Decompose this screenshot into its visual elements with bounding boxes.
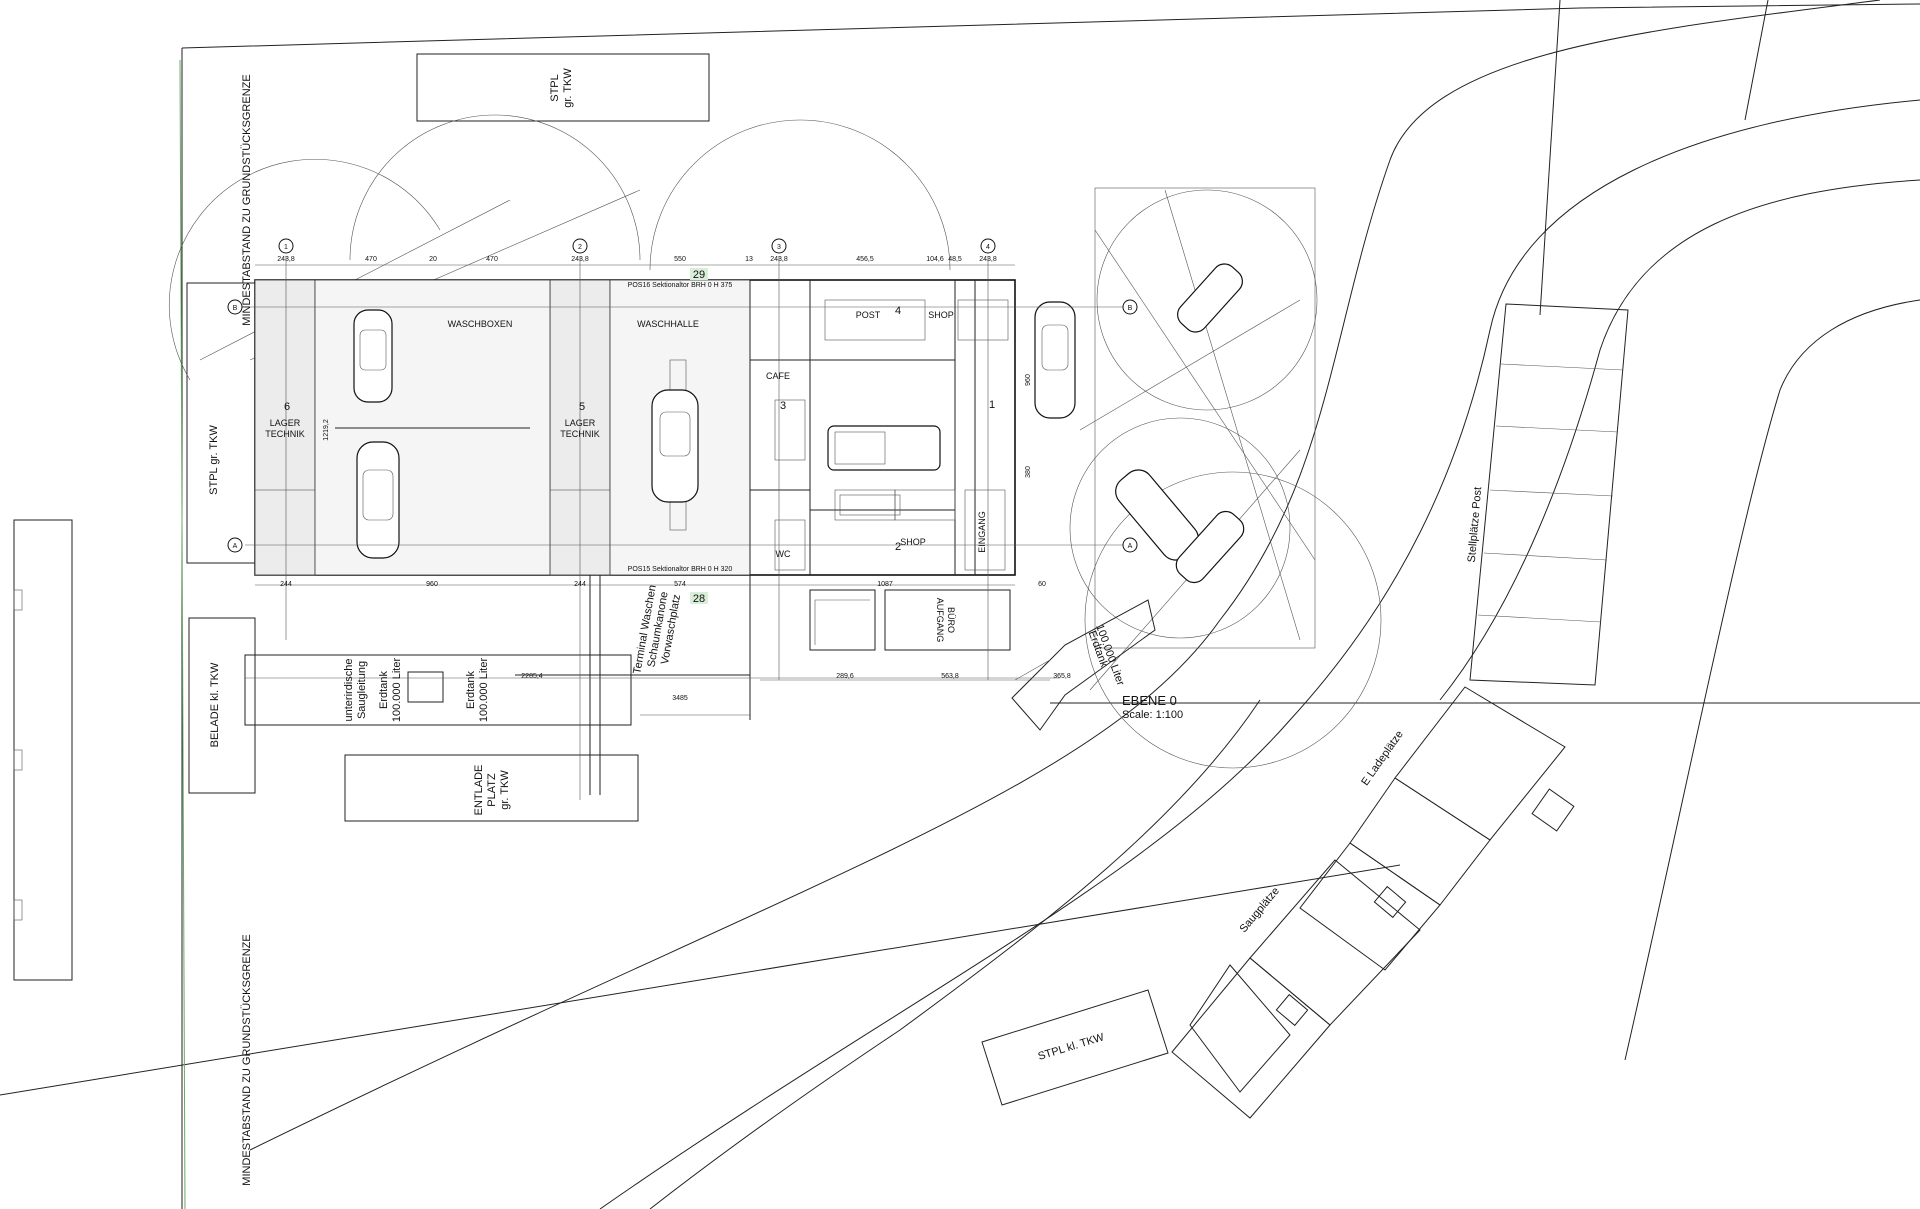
room-5-line2: TECHNIK [560, 429, 600, 439]
dim-bottom-2: 960 [426, 581, 438, 588]
room-shop-top: SHOP [928, 310, 954, 320]
dim-top-9: 456,5 [856, 256, 874, 263]
gate-top: POS16 Sektionaltor BRH 0 H 375 [628, 282, 733, 289]
axis-2: 2 [578, 244, 582, 251]
dim-top-5: 243,8 [571, 256, 589, 263]
room-wc: WC [776, 549, 791, 559]
dim-top-8: 243,8 [770, 256, 788, 263]
dim-bottom-3: 244 [574, 581, 586, 588]
entlade-line3: gr. TKW [499, 770, 511, 810]
room-cafe-num: 3 [780, 400, 786, 412]
dim-top-12: 243,8 [979, 256, 997, 263]
dim-top-1: 243,8 [277, 256, 295, 263]
car-waschbox-1 [353, 309, 393, 403]
stellplaetze-post-label: Stellplätze Post [1466, 486, 1485, 563]
axis-B-right: B [1128, 305, 1133, 312]
room-6-line2: TECHNIK [265, 429, 305, 439]
car-waschbox-2 [356, 441, 400, 559]
dim-lower-5: 365,8 [1053, 673, 1071, 680]
dim-top-2: 470 [365, 256, 377, 263]
room-1-num: 1 [989, 399, 995, 411]
parking-areas [186, 53, 1629, 1119]
axis-markers: 1 2 3 4 B A B A [227, 238, 1138, 800]
dim-bottom-6: 60 [1038, 581, 1046, 588]
entlade-line2: PLATZ [486, 773, 498, 807]
dim-bottom-5: 1087 [877, 581, 893, 588]
dim-lower-4: 563,8 [941, 673, 959, 680]
belade-label: BELADE kl. TKW [209, 662, 221, 747]
car-rotated-3 [1175, 510, 1245, 584]
gate-bottom: POS15 Sektionaltor BRH 0 H 320 [628, 566, 733, 573]
dimension-lines: 243,8 470 20 470 243,8 550 13 243,8 456,… [245, 256, 1071, 702]
boundary-label-top: MINDESTABSTAND ZU GRUNDSTÜCKSGRENZE [241, 74, 253, 325]
tag-28: 28 [693, 593, 705, 605]
axis-1: 1 [284, 244, 288, 251]
dim-top-10: 104,6 [926, 256, 944, 263]
car-pickup [827, 425, 941, 471]
car-waschhalle [651, 389, 699, 503]
dim-top-7: 13 [745, 256, 753, 263]
dim-top-11: 48,5 [948, 256, 962, 263]
car-right [1034, 301, 1076, 419]
room-5-line1: LAGER [565, 418, 596, 428]
dim-side-2: 960 [1025, 374, 1032, 386]
room-shop-bottom-num: 2 [895, 541, 901, 553]
entlade-line1: ENTLADE [473, 765, 485, 816]
dim-lower-2: 3485 [672, 695, 688, 702]
room-shop-top-num: 4 [895, 305, 901, 317]
dim-side-3: 380 [1025, 466, 1032, 478]
dim-top-6: 550 [674, 256, 686, 263]
room-aufgang-line1: AUFGANG [935, 598, 945, 643]
dim-lower-1: 2285,4 [521, 673, 543, 680]
dim-bottom-1: 244 [280, 581, 292, 588]
plan-scale: Scale: 1:100 [1122, 709, 1183, 721]
tank-area [515, 575, 1156, 795]
plan-title: EBENE 0 [1122, 693, 1177, 708]
axis-3: 3 [777, 244, 781, 251]
tank2-line2: 100.000 Liter [478, 658, 490, 723]
tag-29: 29 [693, 269, 705, 281]
tank1-line2: 100.000 Liter [391, 658, 403, 723]
stpl-left: STPL gr. TKW [208, 425, 220, 495]
dim-side-1: 1219,2 [323, 419, 330, 441]
saugplaetze-label: Saugplätze [1237, 885, 1282, 935]
stpl-top-line2: gr. TKW [562, 68, 574, 108]
room-aufgang-line2: BÜRO [946, 607, 956, 633]
dim-bottom-4: 574 [674, 581, 686, 588]
saugleitung-line2: Saugleitung [356, 661, 368, 719]
dim-top-3: 20 [429, 256, 437, 263]
axis-A-right: A [1128, 543, 1133, 550]
access-road [249, 0, 1920, 1209]
car-rotated-2 [1177, 263, 1243, 333]
dim-lower-3: 289,6 [836, 673, 854, 680]
saugleitung-line1: unterirdische [343, 659, 355, 722]
labels: MINDESTABSTAND ZU GRUNDSTÜCKSGRENZE MIND… [208, 68, 1484, 1186]
neighbour-building [13, 519, 73, 981]
tank1-line1: Erdtank [378, 671, 390, 709]
e-ladeplaetze-label: E Ladeplätze [1359, 729, 1406, 788]
boundary-label-bottom: MINDESTABSTAND ZU GRUNDSTÜCKSGRENZE [241, 934, 253, 1185]
room-eingang: EINGANG [977, 511, 987, 553]
room-shop-bottom: SHOP [900, 537, 926, 547]
axis-B-left: B [233, 305, 238, 312]
tank2-line1: Erdtank [465, 671, 477, 709]
stpl-kl-tkw-label: STPL kl. TKW [1037, 1031, 1107, 1063]
axis-4: 4 [986, 244, 990, 251]
room-cafe: CAFE [766, 371, 790, 381]
cars [353, 263, 1245, 584]
stpl-top-line1: STPL [549, 74, 561, 102]
room-waschboxen: WASCHBOXEN [448, 319, 513, 329]
room-6-line1: LAGER [270, 418, 301, 428]
axis-A-left: A [233, 543, 238, 550]
room-6-num: 6 [284, 401, 290, 413]
room-5-num: 5 [579, 401, 585, 413]
room-waschhalle: WASCHHALLE [637, 319, 699, 329]
room-post: POST [856, 310, 881, 320]
dim-top-4: 470 [486, 256, 498, 263]
